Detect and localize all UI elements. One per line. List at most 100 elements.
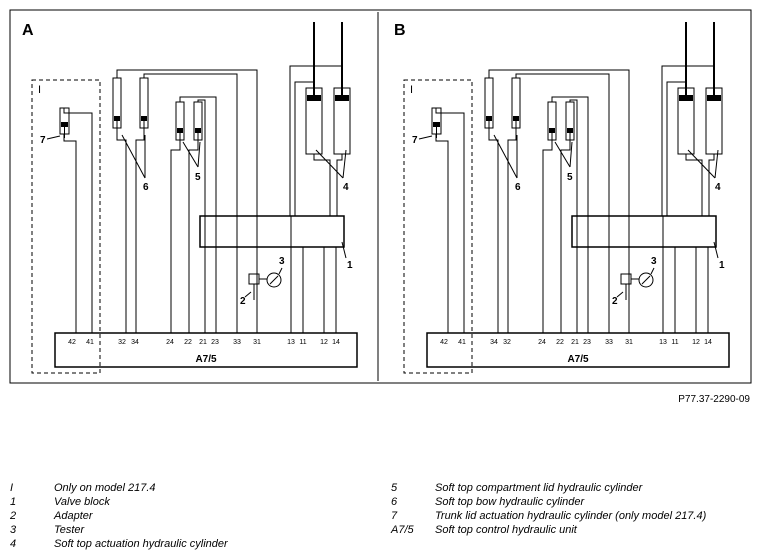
cylinder-piston bbox=[707, 95, 721, 101]
hydraulic-line bbox=[685, 154, 703, 216]
pin-label: 22 bbox=[556, 339, 564, 346]
pin-label: 14 bbox=[332, 339, 340, 346]
leader-line bbox=[713, 241, 719, 259]
valve-block bbox=[199, 215, 345, 248]
pin-label: 13 bbox=[659, 339, 667, 346]
hydraulic-line bbox=[289, 65, 343, 216]
valve-block bbox=[571, 215, 717, 248]
leader-line bbox=[554, 141, 571, 168]
hydraulic-cylinder bbox=[175, 101, 185, 144]
tester-gauge bbox=[266, 272, 282, 288]
pin-label: 23 bbox=[583, 339, 591, 346]
pin-label: 14 bbox=[704, 339, 712, 346]
pin-label: 24 bbox=[538, 339, 546, 346]
leader-line bbox=[493, 134, 518, 179]
hydraulic-line bbox=[143, 73, 238, 333]
leader-line bbox=[342, 149, 347, 179]
pin-label: 11 bbox=[671, 339, 678, 346]
hydraulic-line bbox=[488, 69, 630, 333]
control-unit-label: A7/5 bbox=[567, 354, 589, 365]
legend-key: A7/5 bbox=[391, 524, 414, 536]
pin-label: 31 bbox=[253, 339, 261, 346]
gauge-needle bbox=[269, 275, 279, 285]
pin-label: 31 bbox=[625, 339, 633, 346]
pin-label: 42 bbox=[68, 339, 76, 346]
legend-key: 6 bbox=[391, 496, 398, 508]
callout-2: 2 bbox=[612, 296, 618, 307]
leader-line bbox=[315, 149, 344, 179]
callout-6: 6 bbox=[143, 182, 149, 193]
figure-reference: P77.37-2290-09 bbox=[678, 394, 750, 405]
hydraulic-cylinder bbox=[112, 77, 122, 132]
callout-7: 7 bbox=[40, 135, 46, 146]
pin-label: 42 bbox=[440, 339, 448, 346]
hydraulic-line bbox=[488, 132, 499, 333]
pin-label: 33 bbox=[233, 339, 241, 346]
leader-line bbox=[418, 135, 433, 140]
hydraulic-line bbox=[551, 96, 589, 333]
figure-frame bbox=[9, 9, 752, 384]
hydraulic-line bbox=[661, 65, 715, 216]
hydraulic-line bbox=[313, 154, 331, 216]
callout-1: 1 bbox=[719, 260, 725, 271]
callout-6: 6 bbox=[515, 182, 521, 193]
hydraulic-line bbox=[666, 81, 687, 216]
cylinder-piston bbox=[513, 116, 519, 121]
model-region-box bbox=[403, 79, 473, 374]
legend-desc: Soft top bow hydraulic cylinder bbox=[435, 496, 585, 508]
hydraulic-line bbox=[336, 154, 343, 216]
hydraulic-line bbox=[63, 134, 77, 333]
pin-label: 13 bbox=[287, 339, 295, 346]
cylinder-piston bbox=[195, 128, 201, 133]
cylinder-piston bbox=[141, 116, 147, 121]
leader-line bbox=[278, 267, 283, 275]
leader-line bbox=[244, 291, 252, 298]
legend-key: I bbox=[10, 482, 14, 494]
cylinder-piston bbox=[486, 116, 492, 121]
legend-key: 7 bbox=[391, 510, 398, 522]
pin-label: 32 bbox=[118, 339, 126, 346]
cylinder-piston bbox=[679, 95, 693, 101]
pin-label: 41 bbox=[458, 339, 466, 346]
callout-4: 4 bbox=[343, 182, 349, 193]
pin-label: 22 bbox=[184, 339, 192, 346]
pin-label: 33 bbox=[605, 339, 613, 346]
hydraulic-cylinder bbox=[139, 77, 149, 132]
pin-label: 34 bbox=[490, 339, 498, 346]
callout-3: 3 bbox=[651, 256, 657, 267]
legend-key: 5 bbox=[391, 482, 398, 494]
cylinder-piston bbox=[177, 128, 183, 133]
control-unit-box bbox=[54, 332, 358, 368]
hydraulic-line bbox=[135, 132, 145, 333]
panel-letter: B bbox=[394, 22, 406, 39]
pin-label: 32 bbox=[503, 339, 511, 346]
hydraulic-line bbox=[170, 144, 181, 333]
region-label: I bbox=[410, 84, 413, 96]
legend-desc: Soft top control hydraulic unit bbox=[435, 524, 577, 536]
hydraulic-line bbox=[507, 132, 517, 333]
legend-key: 1 bbox=[10, 496, 17, 508]
hydraulic-line bbox=[294, 81, 315, 216]
hydraulic-line bbox=[708, 154, 715, 216]
leader-line bbox=[616, 291, 624, 298]
tester-gauge bbox=[638, 272, 654, 288]
legend-key: 2 bbox=[10, 510, 17, 522]
pin-label: 24 bbox=[166, 339, 174, 346]
legend-desc: Only on model 217.4 bbox=[54, 482, 156, 494]
legend-desc: Soft top actuation hydraulic cylinder bbox=[54, 538, 228, 550]
hydraulic-cylinder bbox=[484, 77, 494, 132]
legend-desc: Valve block bbox=[54, 496, 110, 508]
hydraulic-line bbox=[63, 108, 93, 333]
cylinder-piston bbox=[549, 128, 555, 133]
cylinder-piston bbox=[61, 122, 68, 127]
panel-letter: A bbox=[22, 22, 34, 39]
cylinder-piston bbox=[307, 95, 321, 101]
leader-line bbox=[650, 267, 655, 275]
pin-label: 12 bbox=[320, 339, 328, 346]
hydraulic-line bbox=[179, 96, 217, 333]
legend-desc: Trunk lid actuation hydraulic cylinder (… bbox=[435, 510, 707, 522]
hydraulic-line bbox=[515, 73, 610, 333]
hydraulic-line bbox=[560, 144, 571, 333]
